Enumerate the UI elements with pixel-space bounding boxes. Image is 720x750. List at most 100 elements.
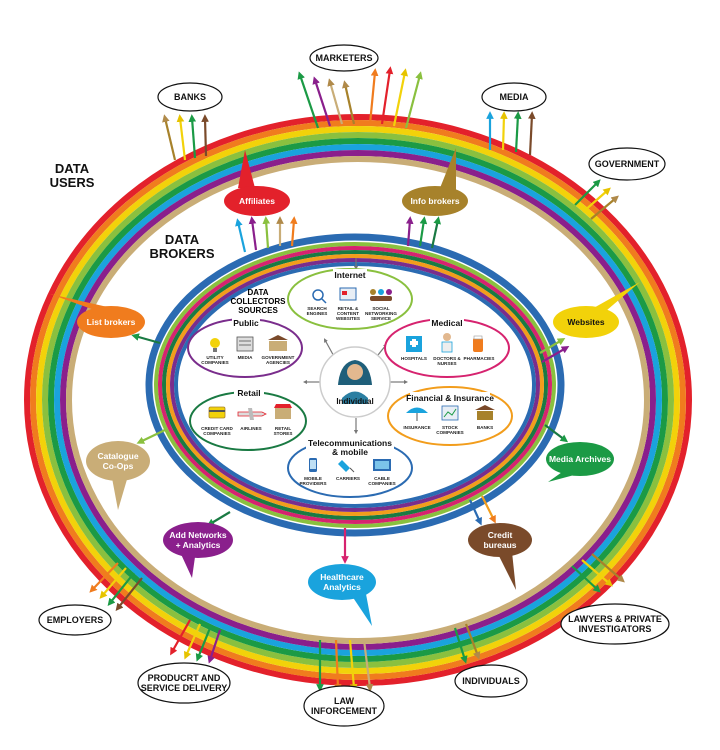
user-product-label-1: PRODUCRT AND	[148, 673, 221, 683]
user-individuals-label: INDIVIDUALS	[462, 676, 520, 686]
svg-text:GOVERNMENT: GOVERNMENT	[262, 355, 295, 360]
broker-media-archives[interactable]: Media Archives	[546, 442, 614, 482]
svg-text:AIRLINES: AIRLINES	[240, 426, 261, 431]
shop-icon	[274, 404, 292, 419]
user-employers[interactable]: EMPLOYERS	[38, 604, 112, 636]
svg-text:CARRIERS: CARRIERS	[336, 476, 360, 481]
broker-info-label: Info brokers	[410, 196, 459, 206]
svg-text:ENGINES: ENGINES	[307, 311, 328, 316]
svg-text:UTILITY: UTILITY	[206, 355, 223, 360]
svg-text:STORES: STORES	[274, 431, 293, 436]
svg-text:PROVIDERS: PROVIDERS	[299, 481, 326, 486]
sector-retail-title: Retail	[237, 388, 260, 398]
broker-catalogue[interactable]: Catalogue Co-Ops	[86, 441, 150, 510]
individual-center[interactable]: Individual	[319, 346, 391, 418]
data-collectors-line-1: DATA	[247, 288, 268, 297]
svg-text:WEBSITES: WEBSITES	[336, 316, 360, 321]
user-employers-label: EMPLOYERS	[47, 615, 104, 625]
broker-websites[interactable]: Websites	[553, 282, 640, 338]
broker-add-networks-label-2: + Analytics	[176, 540, 221, 550]
credit-card-icon	[208, 406, 226, 419]
svg-text:PHARMACIES: PHARMACIES	[464, 356, 495, 361]
data-brokers-line-2: BROKERS	[149, 246, 214, 261]
broker-websites-label: Websites	[567, 317, 604, 327]
data-users: MARKETERS BANKS MEDIA GOVERNMENT EMPLOYE…	[38, 44, 670, 727]
broker-add-networks[interactable]: Add Networks + Analytics	[163, 522, 233, 578]
broker-credit-label-1: Credit	[488, 530, 513, 540]
section-title-data-users: DATA USERS	[50, 161, 95, 190]
broker-healthcare[interactable]: Healthcare Analytics	[308, 564, 376, 626]
flow-arrows	[89, 66, 625, 692]
broker-credit-bureaus[interactable]: Credit bureaus	[468, 523, 532, 590]
svg-text:COMPANIES: COMPANIES	[201, 360, 228, 365]
sector-medical[interactable]: Medical HOSPITALS DOCTORS & NURSES PHARM…	[384, 317, 510, 378]
data-collectors-line-3: SOURCES	[238, 306, 278, 315]
government-building-icon	[268, 335, 288, 351]
broker-info-brokers[interactable]: Info brokers	[402, 148, 468, 216]
data-users-line-1: DATA	[55, 161, 90, 176]
user-individuals[interactable]: INDIVIDUALS	[454, 664, 528, 698]
data-collectors: Internet SEARCH ENGINES RETAIL & CONTENT…	[187, 268, 513, 498]
sector-financial[interactable]: Financial & Insurance INSURANCE STOCK CO…	[387, 386, 513, 446]
svg-text:AGENCIES: AGENCIES	[266, 360, 290, 365]
svg-text:MOBILE: MOBILE	[304, 476, 322, 481]
person-avatar-icon	[338, 360, 372, 404]
broker-catalogue-label-1: Catalogue	[97, 451, 138, 461]
bank-icon	[475, 405, 495, 420]
broker-healthcare-label-2: Analytics	[323, 582, 361, 592]
umbrella-icon	[406, 407, 428, 421]
user-law-label-2: INFORCEMENT	[311, 706, 377, 716]
svg-text:CABLE: CABLE	[374, 476, 390, 481]
user-government-label: GOVERNMENT	[595, 159, 660, 169]
user-lawyers[interactable]: LAWYERS & PRIVATE INVESTIGATORS	[560, 603, 670, 645]
sector-telecom[interactable]: Telecommunications & mobile MOBILE PROVI…	[287, 437, 413, 498]
sector-internet[interactable]: Internet SEARCH ENGINES RETAIL & CONTENT…	[287, 268, 413, 330]
user-lawyers-label-1: LAWYERS & PRIVATE	[568, 614, 662, 624]
stock-chart-icon	[441, 405, 459, 421]
section-title-data-brokers: DATA BROKERS	[149, 232, 214, 261]
user-marketers[interactable]: MARKETERS	[309, 44, 379, 72]
svg-text:COMPANIES: COMPANIES	[203, 431, 230, 436]
user-media-label: MEDIA	[500, 92, 530, 102]
broker-credit-label-2: bureaus	[483, 540, 516, 550]
sector-medical-title: Medical	[431, 318, 462, 328]
svg-text:NETWORKING: NETWORKING	[365, 311, 397, 316]
svg-text:HOSPITALS: HOSPITALS	[401, 356, 427, 361]
data-users-line-2: USERS	[50, 175, 95, 190]
sector-telecom-title-2: & mobile	[332, 447, 368, 457]
section-title-data-collectors: DATA COLLECTORS SOURCES	[231, 288, 287, 315]
svg-text:RETAIL &: RETAIL &	[338, 306, 359, 311]
svg-text:CREDIT CARD: CREDIT CARD	[201, 426, 233, 431]
svg-text:NURSES: NURSES	[437, 361, 456, 366]
svg-text:RETAIL: RETAIL	[275, 426, 291, 431]
user-government[interactable]: GOVERNMENT	[588, 147, 666, 181]
broker-affiliates[interactable]: Affiliates	[224, 150, 290, 216]
broker-add-networks-label-1: Add Networks	[169, 530, 226, 540]
sector-public[interactable]: Public UTILITY COMPANIES MEDIA GOVERNMEN…	[187, 317, 303, 378]
broker-media-archives-label: Media Archives	[549, 454, 611, 464]
broker-list-brokers[interactable]: List brokers	[50, 294, 145, 338]
user-banks-label: BANKS	[174, 92, 206, 102]
broker-healthcare-label-1: Healthcare	[320, 572, 364, 582]
svg-text:CONTENT: CONTENT	[337, 311, 359, 316]
broker-list-label: List brokers	[87, 317, 136, 327]
website-icon	[339, 287, 357, 301]
satellite-icon	[338, 460, 355, 473]
social-network-icon	[370, 289, 392, 301]
inner-collectors-ring	[145, 233, 565, 537]
svg-text:COMPANIES: COMPANIES	[368, 481, 395, 486]
user-media[interactable]: MEDIA	[481, 82, 547, 112]
sector-retail[interactable]: Retail CREDIT CARD COMPANIES AIRLINES RE…	[189, 387, 307, 451]
user-banks[interactable]: BANKS	[157, 82, 223, 112]
mobile-phone-icon	[309, 458, 317, 472]
user-product-label-2: SERVICE DELIVERY	[141, 683, 228, 693]
sector-telecom-title-1: Telecommunications	[308, 438, 392, 448]
hospital-icon	[406, 336, 422, 352]
search-icon	[312, 289, 327, 304]
pharmacy-icon	[473, 335, 483, 352]
user-product-service[interactable]: PRODUCRT AND SERVICE DELIVERY	[137, 662, 231, 704]
individual-label: Individual	[336, 397, 373, 406]
user-law-enforcement[interactable]: LAW INFORCEMENT	[303, 685, 385, 727]
broker-catalogue-label-2: Co-Ops	[103, 461, 134, 471]
